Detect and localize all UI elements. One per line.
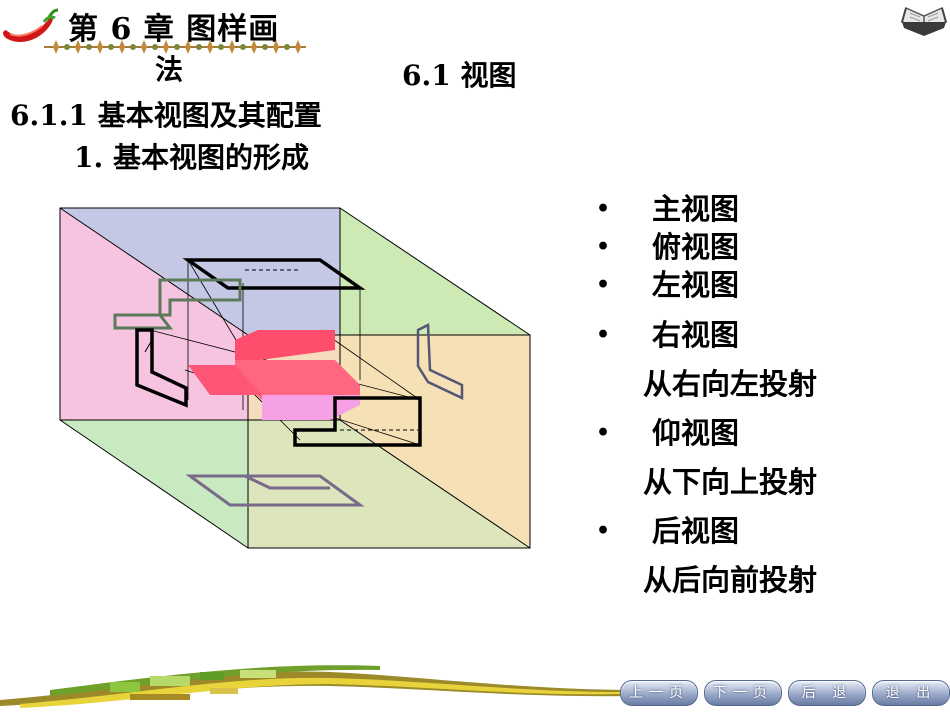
open-book-icon: [901, 6, 947, 36]
bullet-icon: •: [596, 272, 611, 298]
projection-box-diagram: [59, 207, 531, 549]
bullet-icon: •: [596, 420, 611, 446]
view-label: 俯视图: [652, 230, 740, 264]
exit-button[interactable]: 退 出: [872, 680, 950, 706]
view-label: 仰视图: [652, 416, 740, 450]
bullet-icon: •: [596, 234, 611, 260]
bullet-icon: •: [596, 196, 611, 222]
topic-title: 1. 基本视图的形成: [74, 141, 309, 174]
chili-pepper-icon: [3, 8, 59, 43]
bullet-icon: •: [596, 322, 611, 348]
next-page-button[interactable]: 下一页: [704, 680, 782, 706]
view-item-right: • 右视图: [596, 312, 739, 354]
view-note-bottom: 从下向上投射: [643, 465, 818, 499]
chapter-title: 第 6 章 图样画: [68, 12, 280, 47]
bottom-view-projection: [185, 474, 365, 507]
view-label: 后视图: [652, 514, 740, 548]
prev-page-button[interactable]: 上一页: [620, 680, 698, 706]
back-button[interactable]: 后 退: [788, 680, 866, 706]
object-front-face: [235, 360, 360, 400]
rear-view-outline: [113, 278, 242, 330]
subsection-title: 6.1.1 基本视图及其配置: [10, 99, 322, 132]
left-view-projection: [135, 328, 188, 408]
view-note-right: 从右向左投射: [643, 367, 818, 401]
view-item-left: • 左视图: [596, 262, 739, 304]
section-title: 6.1 视图: [402, 59, 517, 92]
view-label: 主视图: [652, 192, 740, 226]
bullet-icon: •: [596, 518, 611, 544]
chapter-title-wrap: 法: [155, 53, 184, 86]
view-item-front: • 主视图: [596, 186, 739, 228]
view-item-rear: • 后视图: [596, 508, 739, 550]
right-view-projection: [416, 323, 464, 400]
front-view-projection: [293, 396, 422, 447]
view-item-top: • 俯视图: [596, 224, 739, 266]
view-label: 右视图: [652, 318, 740, 352]
view-label: 左视图: [652, 268, 740, 302]
decorative-strip: [44, 40, 306, 54]
object-top-face: [235, 330, 335, 360]
decorative-swoosh: [0, 665, 640, 708]
view-item-bottom: • 仰视图: [596, 410, 739, 452]
view-note-rear: 从后向前投射: [643, 563, 818, 597]
